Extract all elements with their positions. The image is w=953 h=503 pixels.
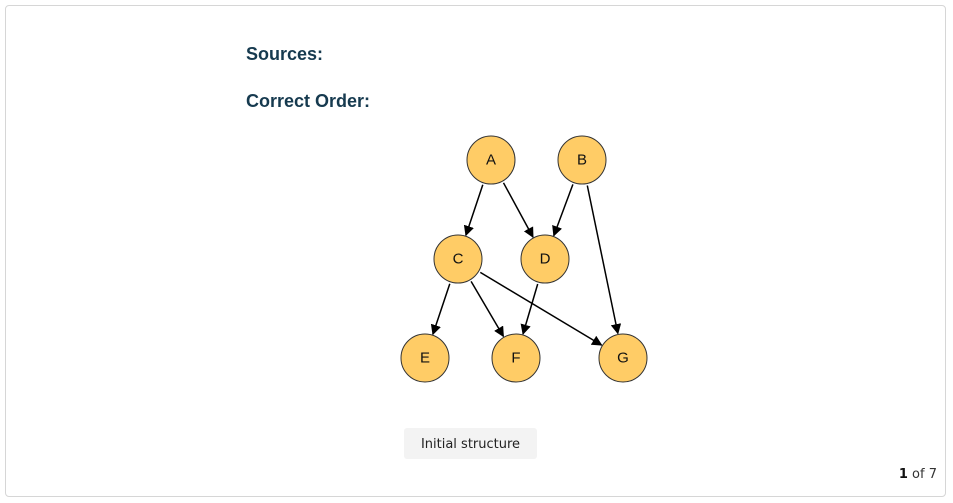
sources-label: Sources:: [246, 44, 324, 64]
node-label: C: [453, 251, 464, 268]
node-circle: [520, 234, 570, 284]
edge-a-c: [463, 184, 484, 237]
edge-c-f: [470, 281, 505, 338]
node-g: G: [598, 333, 648, 383]
node-label: G: [617, 350, 629, 367]
pager-separator: of: [912, 467, 925, 482]
node-label: E: [420, 350, 430, 367]
node-circle: [557, 135, 607, 185]
pager-current: 1: [898, 467, 908, 482]
node-circle: [433, 234, 483, 284]
node-label: D: [540, 251, 551, 268]
node-b: B: [557, 135, 607, 185]
correct-order-label: Correct Order:: [246, 91, 371, 111]
edge-c-e: [430, 283, 451, 336]
node-c: C: [433, 234, 483, 284]
node-f: F: [491, 333, 541, 383]
initial-structure-button[interactable]: Initial structure: [404, 428, 537, 459]
edge-b-d: [552, 184, 574, 237]
node-circle: [466, 135, 516, 185]
node-label: B: [577, 152, 587, 169]
edge-b-g: [586, 185, 622, 335]
node-a: A: [466, 135, 516, 185]
step-pager: 1 of 7: [899, 467, 937, 482]
node-circle: [598, 333, 648, 383]
edge-c-g: [479, 271, 603, 346]
edge-d-f: [520, 283, 539, 336]
node-label: F: [511, 350, 520, 367]
edge-a-d: [502, 182, 534, 239]
node-circle: [400, 333, 450, 383]
node-e: E: [400, 333, 450, 383]
node-d: D: [520, 234, 570, 284]
pager-total: 7: [928, 467, 937, 482]
node-circle: [491, 333, 541, 383]
node-label: A: [486, 152, 496, 169]
